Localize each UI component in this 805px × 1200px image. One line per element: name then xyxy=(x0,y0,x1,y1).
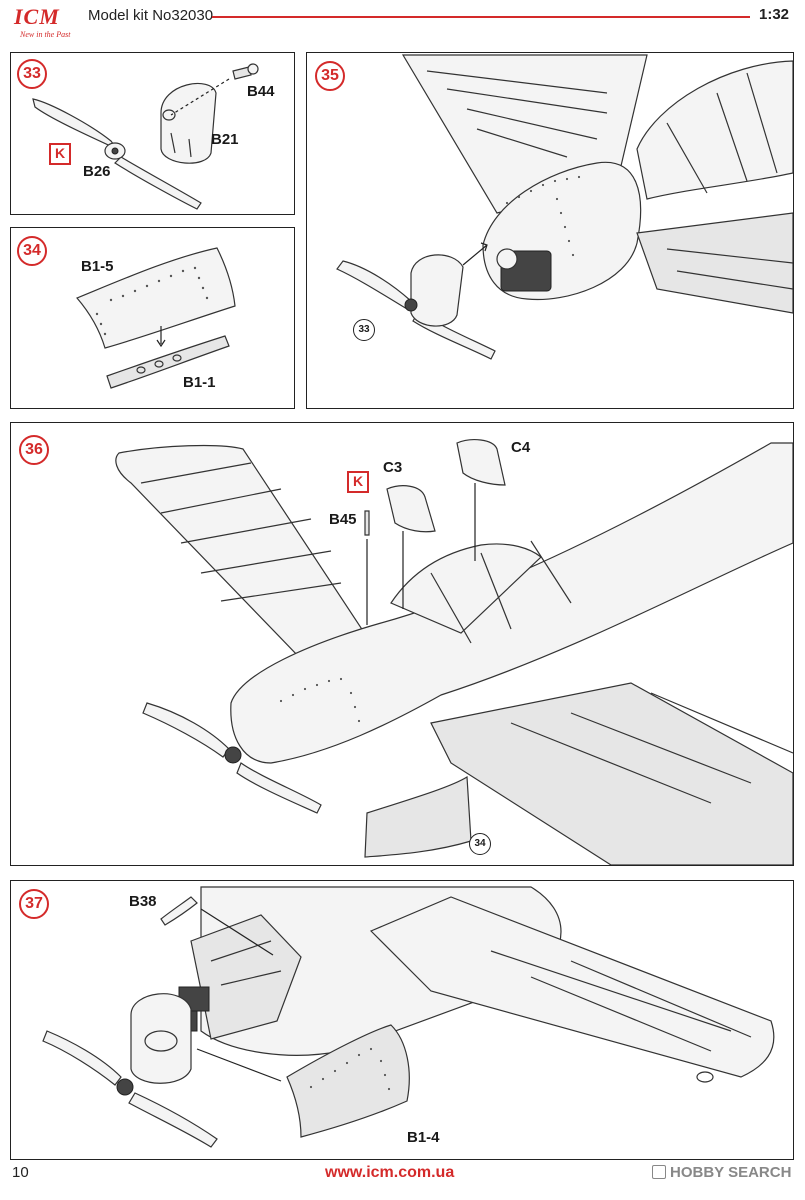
model-kit-title: Model kit No32030 xyxy=(88,7,214,24)
step-35-badge: 35 xyxy=(315,61,345,91)
icm-logo: ICM New in the Past xyxy=(14,4,82,48)
watermark-logo-icon xyxy=(652,1165,666,1179)
brand-tagline: New in the Past xyxy=(20,30,71,39)
scale-label: 1:32 xyxy=(759,6,790,23)
cowling-panel-drawing xyxy=(76,247,236,389)
step-37-badge: 37 xyxy=(19,889,49,919)
step-33-badge: 33 xyxy=(17,59,47,89)
part-b45-label: B45 xyxy=(329,511,357,528)
header-divider xyxy=(212,16,750,18)
fuselage-front-drawing xyxy=(336,54,793,360)
website-link[interactable]: www.icm.com.ua xyxy=(325,1164,455,1181)
reference-step-33: 33 xyxy=(353,319,375,341)
part-b1-5-label: B1-5 xyxy=(81,258,114,275)
step-33-panel: 33 B44 B21 K B26 xyxy=(10,52,295,215)
part-c3-label: C3 xyxy=(383,459,403,476)
glue-marker-k: K xyxy=(49,143,71,165)
step-36-panel: 36 C3 C4 K B45 34 xyxy=(10,422,794,866)
step-37-panel: 37 B38 B1-4 xyxy=(10,880,794,1160)
step-34-badge: 34 xyxy=(17,236,47,266)
part-b38-label: B38 xyxy=(129,893,157,910)
step-34-panel: 34 B1-5 B1-1 xyxy=(10,227,295,409)
aircraft-windscreen-drawing xyxy=(115,439,793,865)
fuselage-open-cowling-drawing xyxy=(42,886,775,1148)
watermark: HOBBY SEARCH xyxy=(652,1164,791,1181)
part-c4-label: C4 xyxy=(511,439,531,456)
reference-step-34: 34 xyxy=(469,833,491,855)
part-b21-label: B21 xyxy=(211,131,239,148)
step-35-panel: 35 33 xyxy=(306,52,794,409)
page-number: 10 xyxy=(12,1164,29,1181)
watermark-text: HOBBY SEARCH xyxy=(670,1164,792,1181)
part-b1-1-label: B1-1 xyxy=(183,374,216,391)
part-b26-label: B26 xyxy=(83,163,111,180)
part-b44-label: B44 xyxy=(247,83,275,100)
part-b1-4-label: B1-4 xyxy=(407,1129,440,1146)
propeller-assembly-drawing xyxy=(32,63,259,210)
step-36-badge: 36 xyxy=(19,435,49,465)
brand-name: ICM xyxy=(14,4,60,29)
glue-marker-k: K xyxy=(347,471,369,493)
